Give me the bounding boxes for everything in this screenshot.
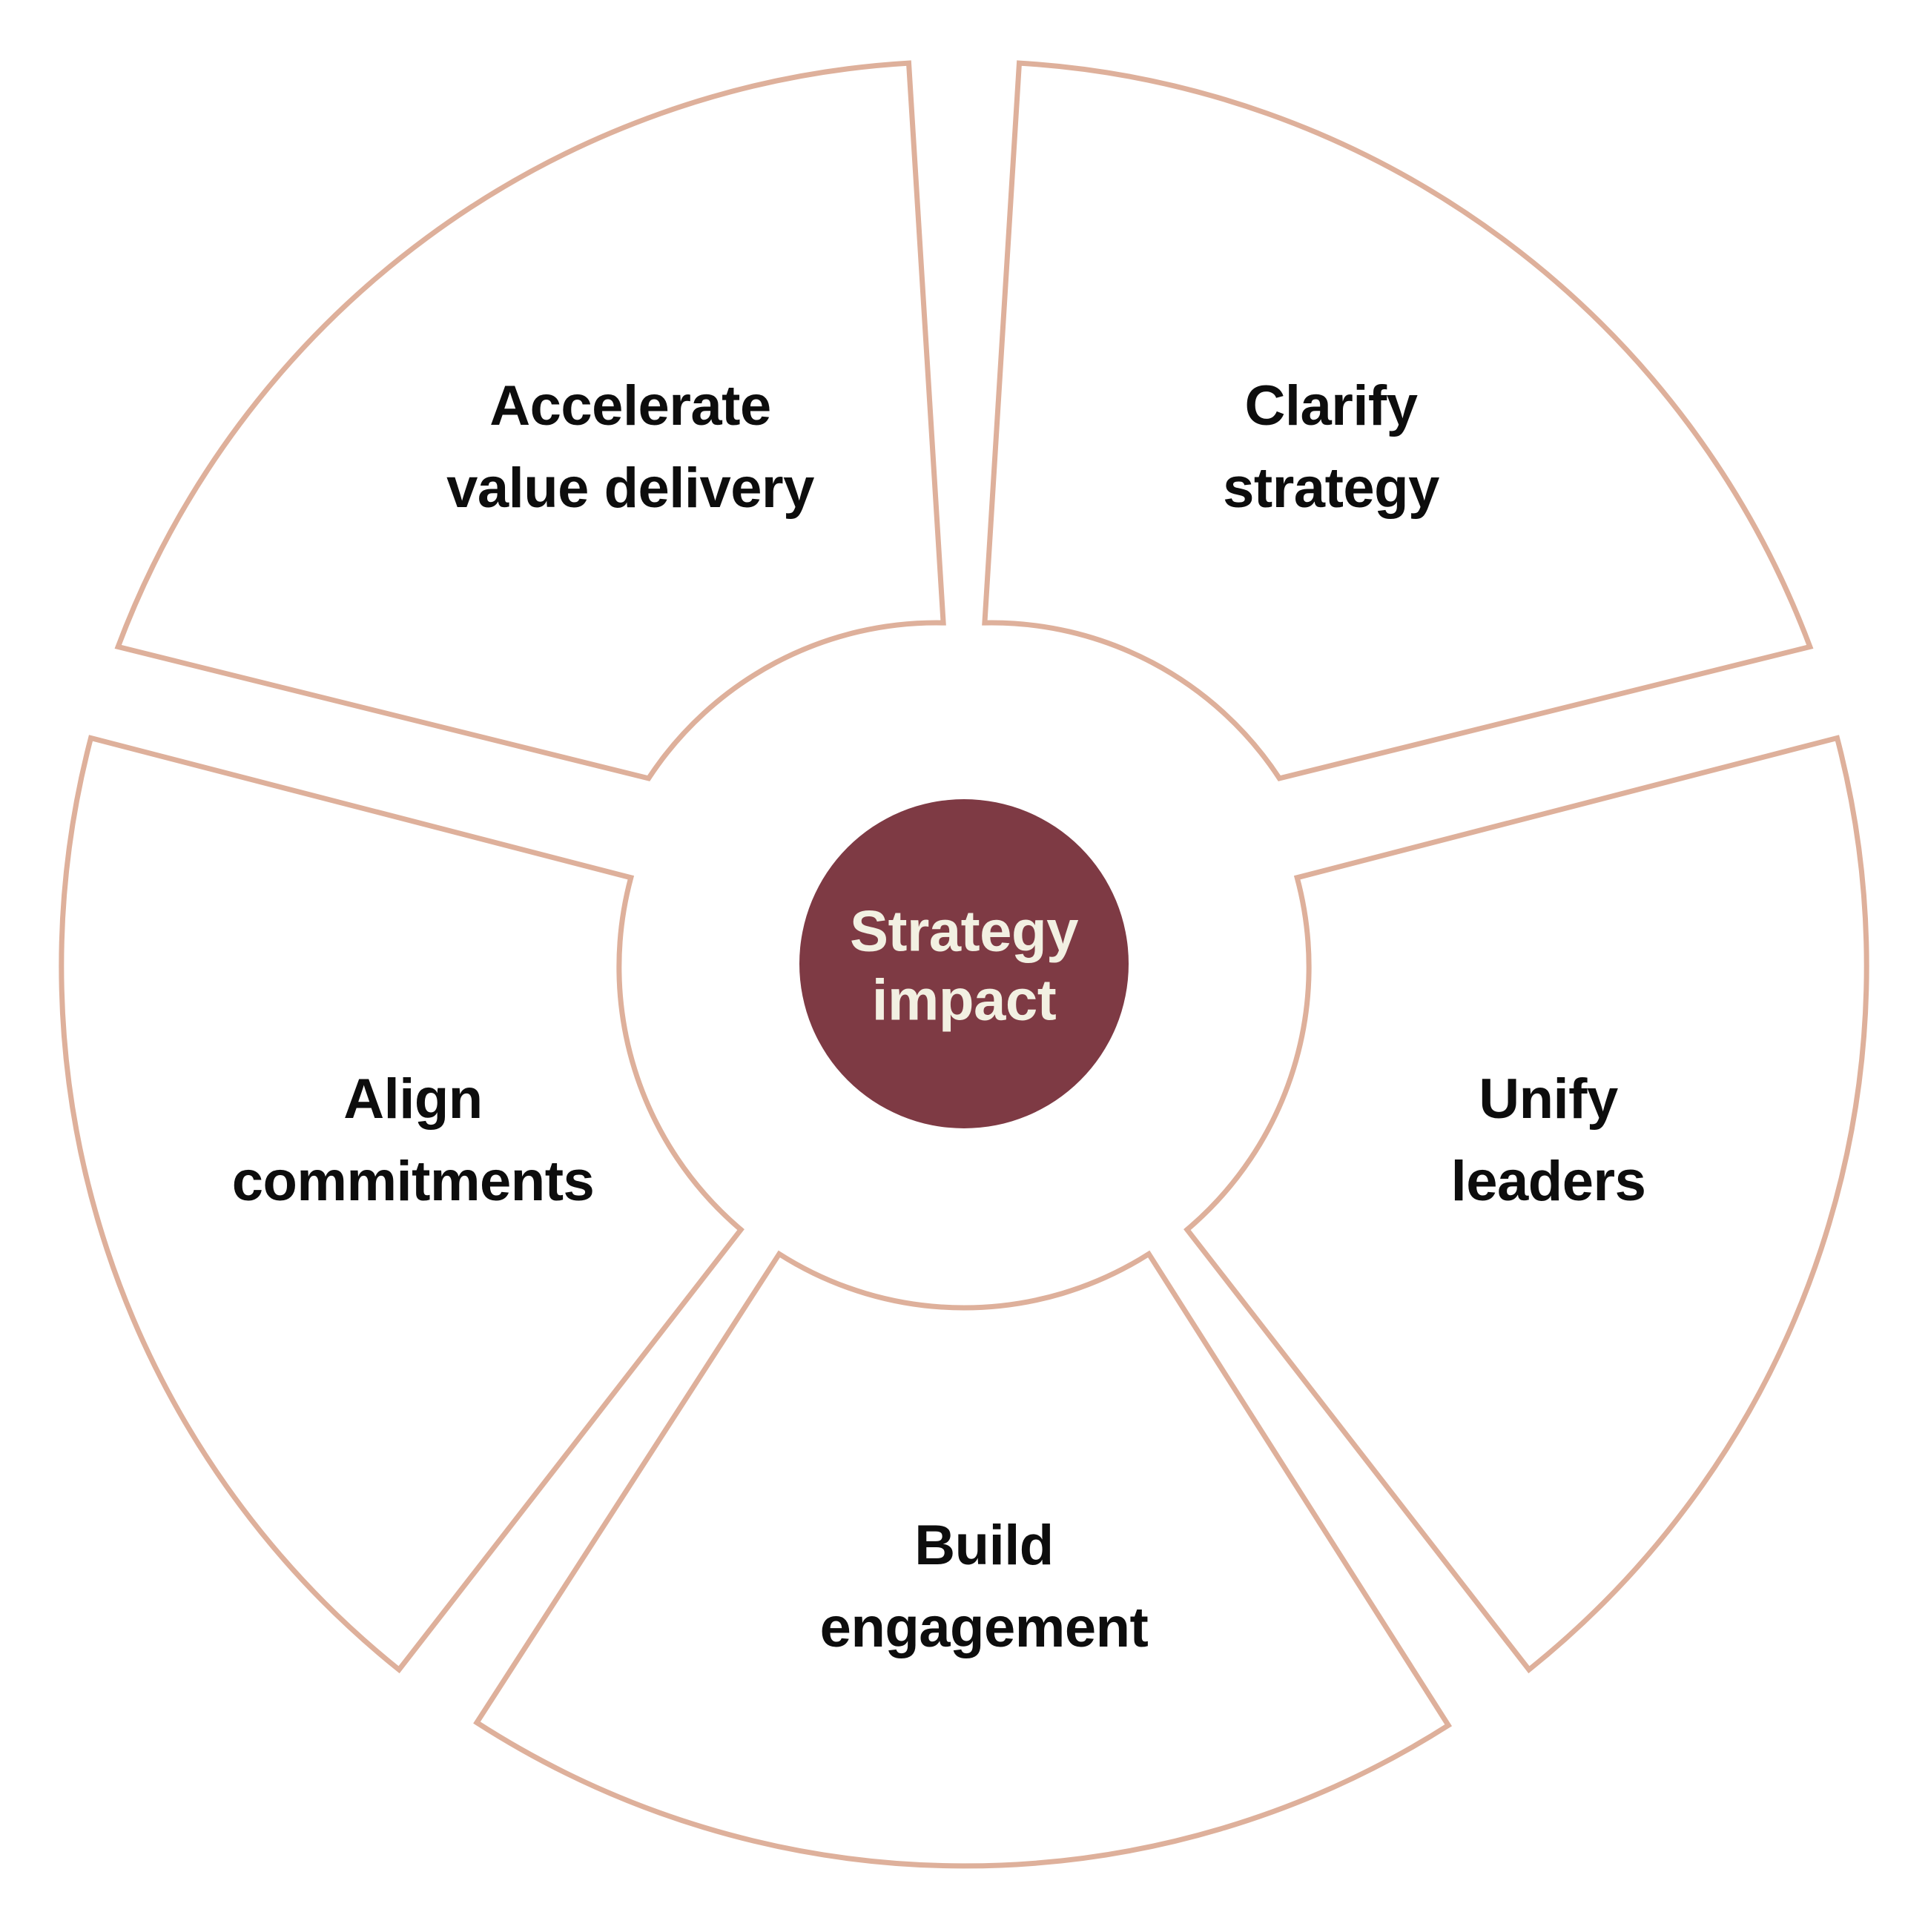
label-build-engagement-line2: engagement bbox=[820, 1596, 1149, 1659]
segment-clarify-strategy[interactable] bbox=[982, 60, 1814, 781]
segment-accelerate-value-delivery[interactable] bbox=[114, 60, 946, 781]
label-accelerate-value-delivery-line2: value delivery bbox=[446, 457, 814, 520]
hub-circle[interactable] bbox=[799, 799, 1129, 1128]
segment-align-commitments[interactable] bbox=[59, 735, 745, 1674]
segment-unify-leaders[interactable] bbox=[1183, 735, 1869, 1674]
label-clarify-strategy-line1: Clarify bbox=[1244, 374, 1417, 437]
hub-label-line2: impact bbox=[872, 967, 1057, 1033]
label-accelerate-value-delivery-line1: Accelerate bbox=[489, 374, 771, 437]
label-align-commitments-line1: Align bbox=[343, 1068, 482, 1131]
label-align-commitments-line2: commitments bbox=[232, 1150, 595, 1213]
segment-build-engagement[interactable] bbox=[473, 1250, 1453, 1869]
label-unify-leaders-line2: leaders bbox=[1451, 1150, 1646, 1213]
label-unify-leaders-line1: Unify bbox=[1479, 1068, 1618, 1131]
label-build-engagement-line1: Build bbox=[914, 1514, 1053, 1577]
label-clarify-strategy-line2: strategy bbox=[1223, 457, 1439, 520]
hub-label-line1: Strategy bbox=[850, 899, 1078, 964]
